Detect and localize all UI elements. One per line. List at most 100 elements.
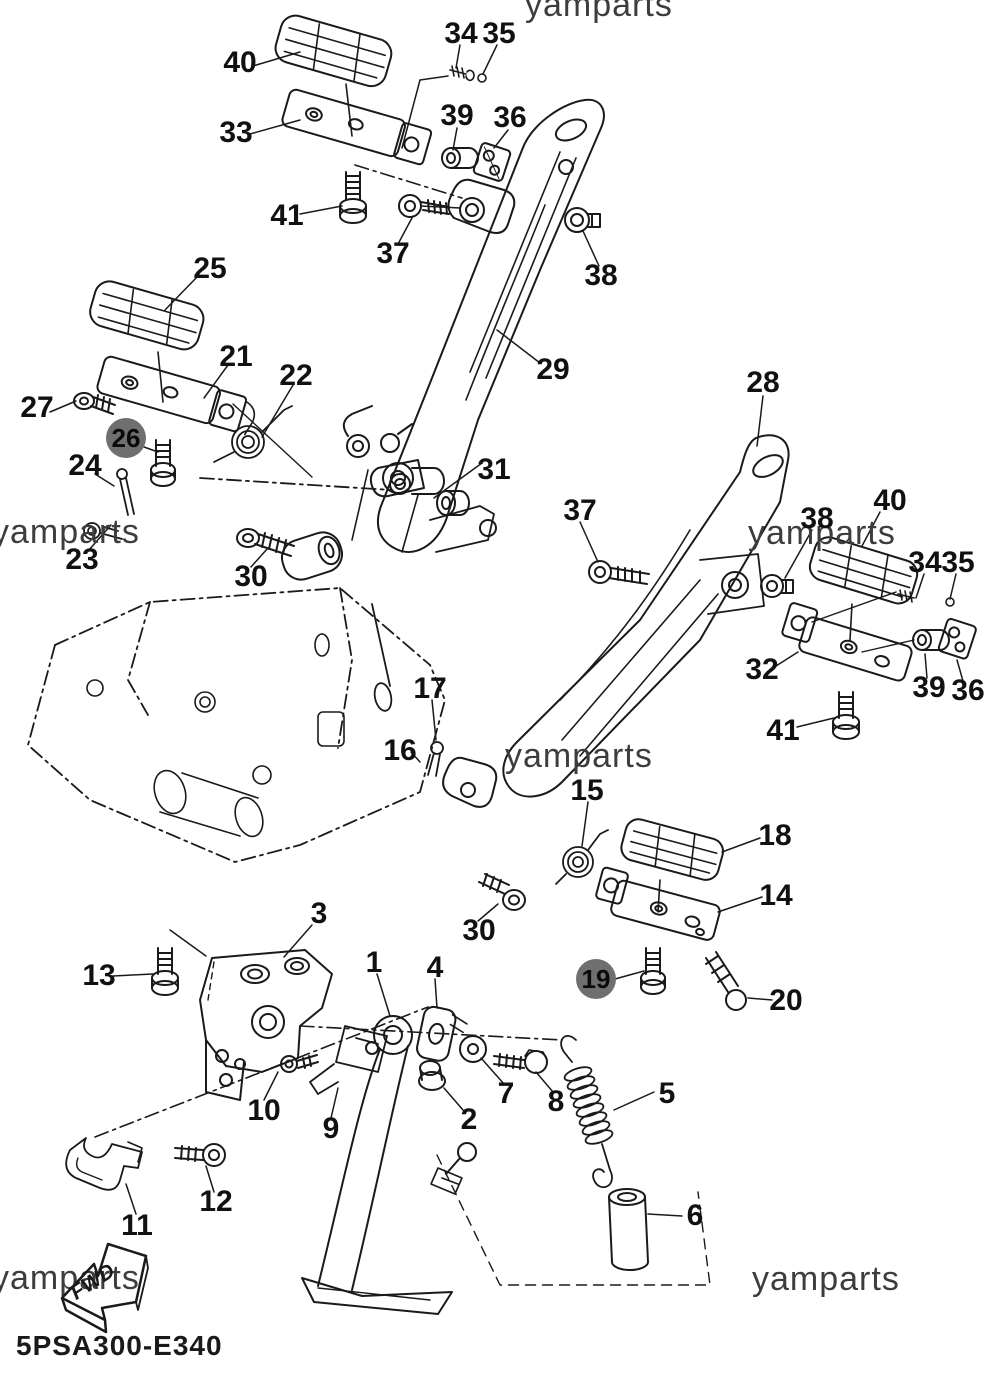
part-callout: 14: [759, 879, 793, 912]
part-callout: 17: [413, 672, 447, 705]
pedal-9-part: [309, 1025, 388, 1095]
nut-38-right: [760, 574, 794, 598]
torsion-spring-22: [213, 405, 293, 463]
part-callout: 8: [547, 1085, 565, 1118]
part-callout: 36: [493, 101, 527, 134]
watermark: yamparts: [505, 737, 653, 775]
part-callout: 12: [199, 1185, 233, 1218]
washer-7: [459, 1035, 487, 1063]
bolt-19-part: [640, 947, 666, 995]
pivot-cluster: [280, 405, 497, 581]
part-callout: 1: [365, 946, 383, 979]
cotter-pin-17-part: [427, 741, 444, 777]
part-callout: 6: [686, 1199, 704, 1232]
part-callout: 7: [497, 1077, 515, 1110]
bolt-27: [73, 392, 116, 415]
diagram-code: 5PSA300-E340: [16, 1330, 223, 1361]
bolt-12: [174, 1143, 226, 1167]
watermark: yamparts: [0, 513, 140, 551]
footrest-bracket-32: [781, 602, 913, 682]
screw-34-right: [897, 589, 915, 603]
footrest-bracket-21: [96, 355, 256, 436]
part-callout: 40: [223, 46, 257, 79]
part-callout: 38: [800, 502, 834, 535]
stand-bracket-3: [199, 949, 333, 1101]
part-callout: 18: [758, 819, 792, 852]
part-callout: 41: [766, 714, 800, 747]
plate-36-right: [937, 617, 977, 660]
bolt-41-right: [832, 691, 860, 740]
bolt-30-left: [236, 528, 295, 557]
bolt-37-right: [588, 560, 650, 585]
part-callout: 10: [247, 1094, 281, 1127]
part-callout: 29: [536, 353, 570, 386]
footrest-rubber-18: [620, 818, 725, 881]
part-callout: 30: [234, 560, 268, 593]
dashed-box: [436, 1154, 711, 1286]
part-callout: 34: [908, 546, 942, 579]
footrest-bracket-14: [595, 866, 721, 941]
part-callout: 37: [563, 494, 597, 527]
part-callout: 35: [941, 546, 975, 579]
part-callout: 38: [584, 259, 618, 292]
screw-34-top: [449, 65, 475, 82]
cotter-pin-24: [116, 468, 135, 516]
part-callout: 23: [65, 543, 99, 576]
part-callout: 36: [951, 674, 985, 707]
part-callout: 20: [769, 984, 803, 1017]
fwd-arrow-icon: FWD: [60, 1242, 149, 1334]
part-callout: 4: [426, 951, 444, 984]
watermark: yamparts: [752, 1260, 900, 1298]
bushing-39-right: [912, 629, 950, 651]
bolt-13: [151, 947, 179, 996]
tension-spring-5: [560, 1035, 614, 1189]
plate-36-top: [472, 142, 512, 182]
part-callout: 13: [82, 959, 116, 992]
part-callout: 3: [310, 897, 328, 930]
watermark: yamparts: [748, 514, 896, 552]
part-callout: 21: [219, 340, 253, 373]
part-callout: 28: [746, 366, 780, 399]
bushing-39-top: [441, 147, 479, 169]
frame-lug: [442, 756, 498, 808]
part-callout: 35: [482, 17, 516, 50]
frame-phantom: [27, 477, 446, 863]
part-callout: 22: [279, 359, 313, 392]
axis-lines: [94, 164, 563, 1138]
part-callout: 5: [658, 1077, 676, 1110]
part-callout: 39: [912, 671, 946, 704]
collar-6: [608, 1188, 649, 1271]
part-callout: 9: [322, 1112, 340, 1145]
side-stand-arm-1: [301, 1015, 477, 1315]
part-callout: 30: [462, 914, 496, 947]
part-callout: 15: [570, 774, 604, 807]
part-callout: 27: [20, 391, 54, 424]
bolt-20: [705, 951, 747, 1011]
torsion-spring-15: [555, 829, 609, 885]
bracket-29: [377, 98, 605, 553]
frame-details: [86, 633, 345, 838]
bolt-41-top: [339, 171, 367, 224]
nut-38-top: [564, 207, 601, 233]
ball-35-top: [477, 73, 487, 83]
part-callout: 40: [873, 484, 907, 517]
part-callout: 16: [383, 734, 417, 767]
bracket-28: [502, 434, 790, 798]
pin-16-part: [371, 603, 393, 712]
clamp-11: [65, 1137, 143, 1191]
part-callout-highlighted[interactable]: 26: [106, 418, 146, 458]
part-callout: 32: [745, 653, 779, 686]
part-callout: 39: [440, 99, 474, 132]
part-callout: 2: [460, 1103, 478, 1136]
footrest-rubber-top-left: [274, 14, 393, 88]
part-callout: 25: [193, 252, 227, 285]
footrest-rubber-25: [89, 280, 205, 351]
bolt-26-part: [150, 439, 176, 487]
bolt-8: [493, 1049, 548, 1074]
part-callout-highlighted[interactable]: 19: [576, 959, 616, 999]
part-callout: 41: [270, 199, 304, 232]
bolt-30-right: [478, 873, 526, 911]
pivot-lug-top: [447, 178, 516, 234]
